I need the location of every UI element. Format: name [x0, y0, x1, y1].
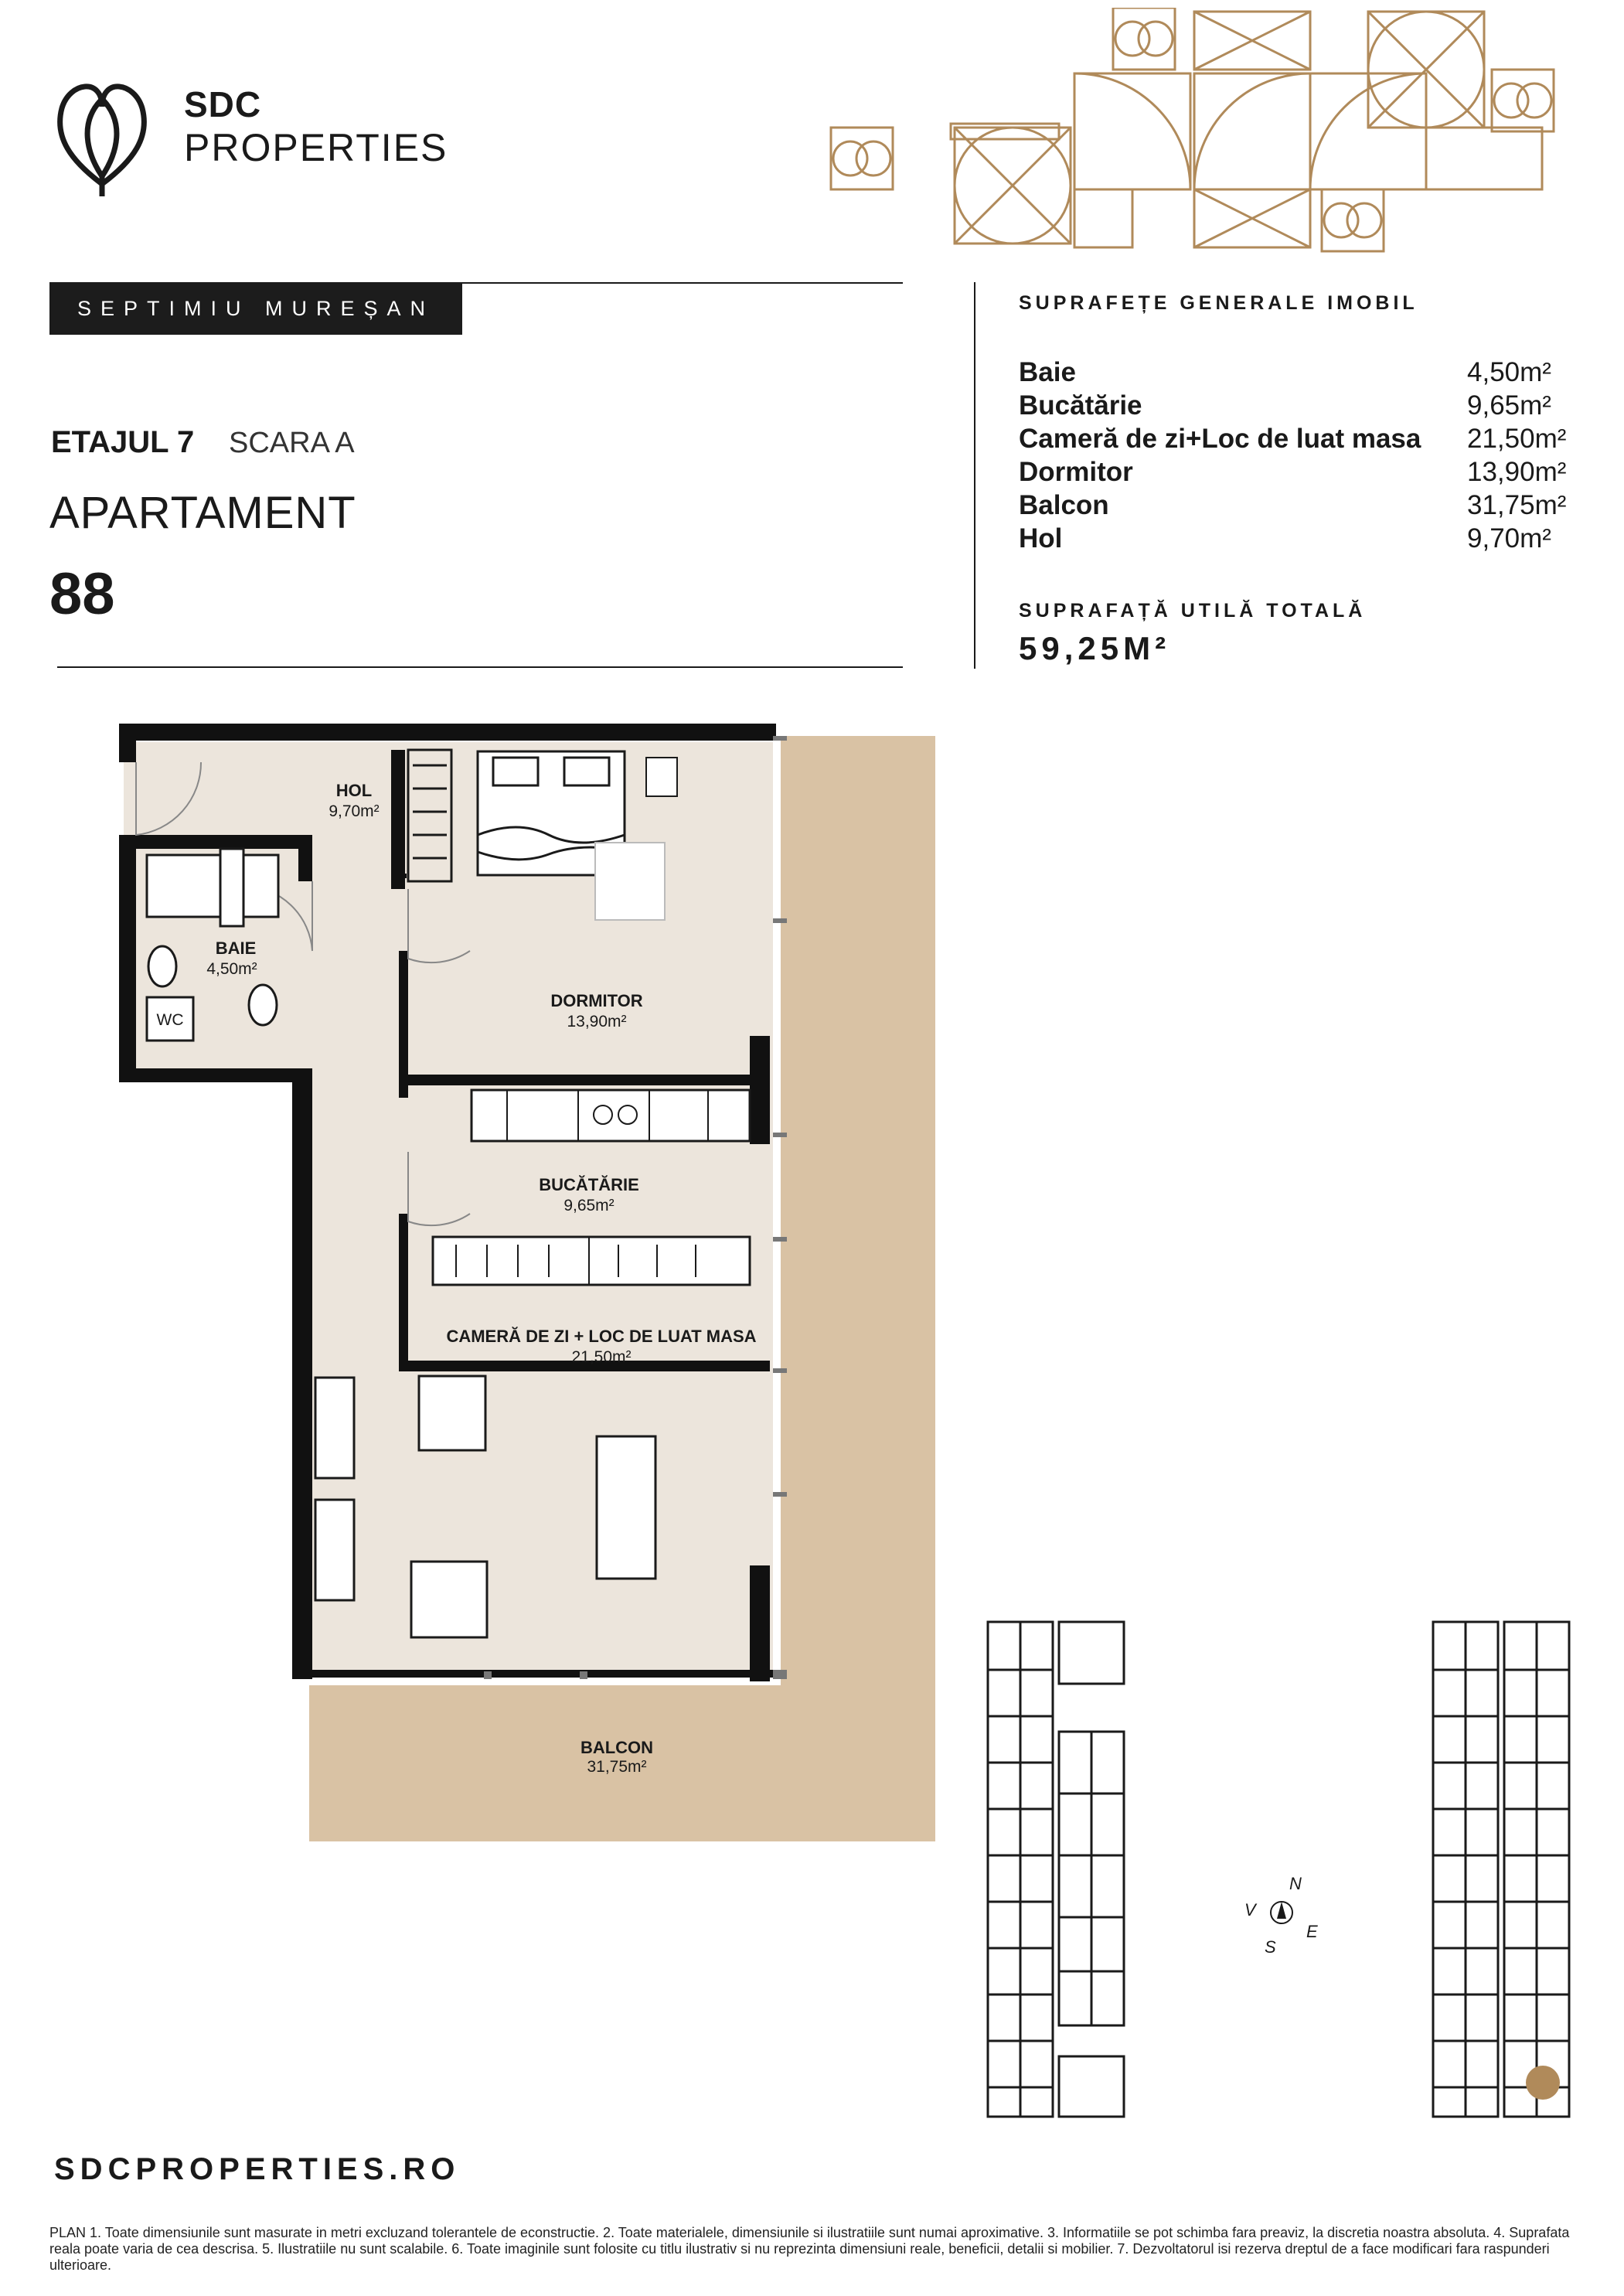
disclaimer-text: PLAN 1. Toate dimensiunile sunt masurate…: [49, 2225, 1570, 2273]
room-area-baie: 4,50m²: [206, 960, 257, 978]
apartment-location-marker: [1526, 2066, 1560, 2100]
total-area-title: SUPRAFAȚĂ UTILĂ TOTALĂ: [1019, 600, 1367, 622]
floor-label: ETAJUL 7: [51, 425, 195, 459]
stair-label: SCARA A: [229, 427, 355, 459]
apartment-number: 88: [49, 561, 115, 627]
balcony-area: [781, 736, 935, 1841]
balcony-front: [309, 1685, 935, 1841]
key-plan-right: [1432, 1620, 1571, 2118]
compass-n: N: [1289, 1874, 1302, 1893]
compass-v: V: [1244, 1900, 1258, 1920]
room-area-dormitor: 13,90m²: [567, 1013, 626, 1030]
compass-e: E: [1306, 1922, 1318, 1941]
room-label-balcon: BALCON: [580, 1738, 653, 1757]
brand-name-secondary: PROPERTIES: [184, 126, 448, 169]
room-label-bucatarie: BUCĂTĂRIE: [539, 1175, 639, 1194]
floor-plan: WC HOL 9,70m² BAIE 4,50m² DORMITOR 13,90…: [119, 724, 935, 1841]
room-label-hol: HOL: [336, 781, 372, 800]
total-area-value: 59,25M²: [1019, 630, 1171, 666]
top-divider: [462, 282, 903, 284]
room-label-baie: BAIE: [216, 938, 257, 958]
room-area-hol: 9,70m²: [329, 802, 379, 820]
compass-s: S: [1265, 1937, 1276, 1957]
room-label-dormitor: DORMITOR: [550, 991, 642, 1010]
room-label-living: CAMERĂ DE ZI + LOC DE LUAT MASA: [446, 1327, 756, 1346]
project-tag: SEPTIMIU MUREȘAN: [49, 282, 462, 335]
bottom-divider: [57, 666, 903, 668]
website-link[interactable]: SDCPROPERTIES.RO: [54, 2152, 461, 2186]
surfaces-title: SUPRAFEȚE GENERALE IMOBIL: [1019, 292, 1418, 314]
vertical-divider: [974, 282, 975, 669]
room-area-bucatarie: 9,65m²: [563, 1197, 614, 1214]
wc-label: WC: [157, 1011, 184, 1029]
compass: N V E S: [1244, 1874, 1318, 1957]
brand-name-primary: SDC: [184, 84, 262, 124]
decorative-pattern: [829, 8, 1555, 253]
apartment-label: APARTAMENT: [49, 488, 356, 538]
room-area-balcon: 31,75m²: [587, 1758, 646, 1776]
brand-logo-icon: [57, 83, 147, 196]
key-plan-left: [986, 1620, 1125, 2118]
room-area-living: 21,50m²: [571, 1348, 631, 1366]
